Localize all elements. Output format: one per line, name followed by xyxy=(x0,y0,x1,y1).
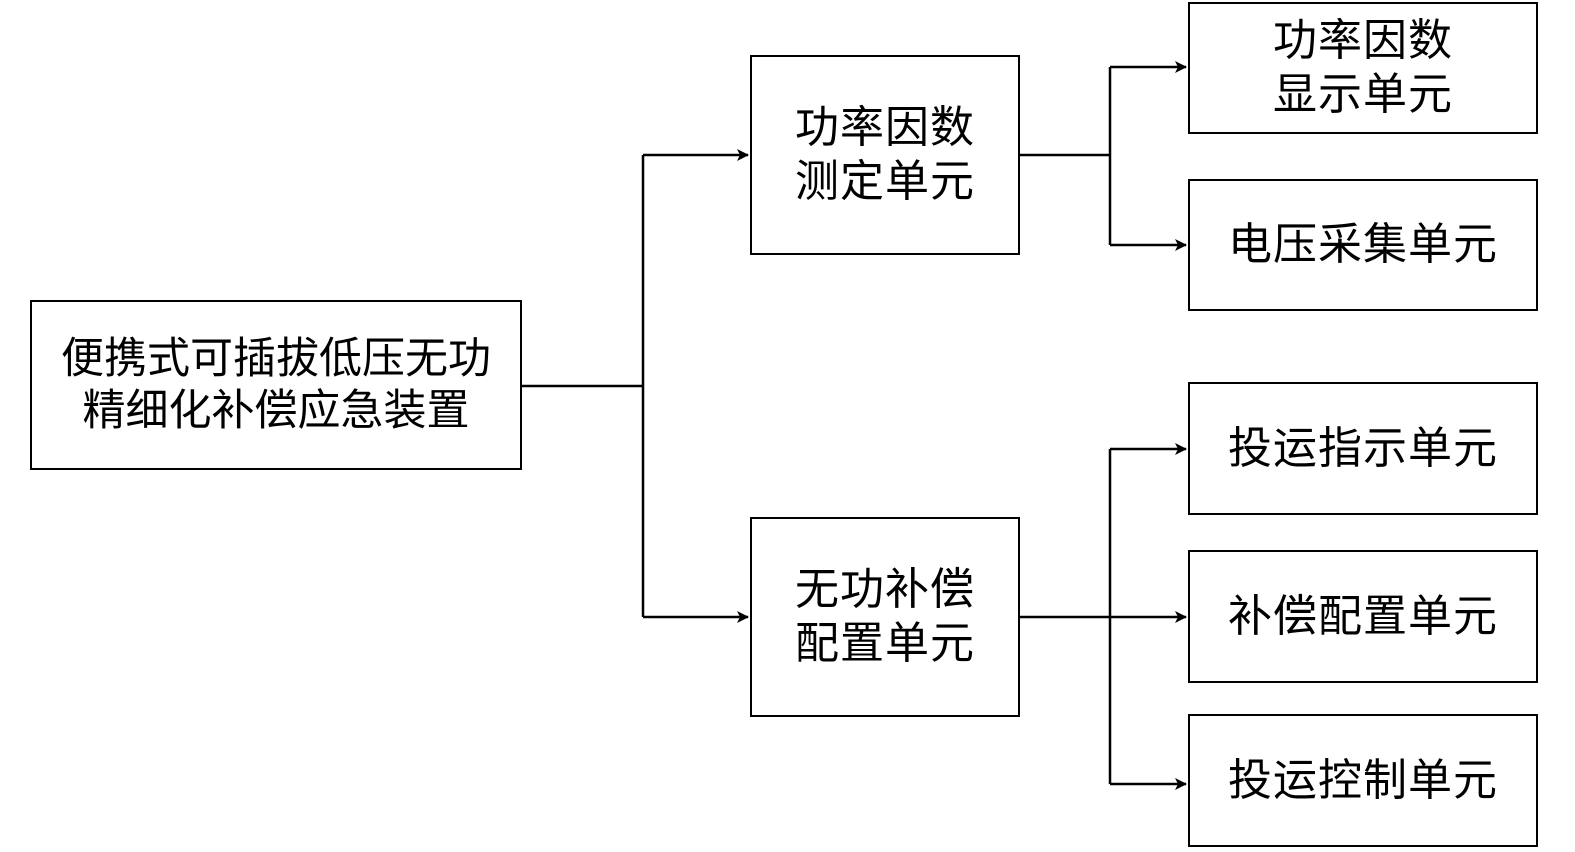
reactive-comp-config-unit-box: 无功补偿 配置单元 xyxy=(750,517,1020,717)
pf-measure-unit-box: 功率因数 测定单元 xyxy=(750,55,1020,255)
run-control-unit-box: 投运控制单元 xyxy=(1188,714,1538,847)
comp-config-unit-label: 补偿配置单元 xyxy=(1228,590,1498,642)
root-device-line-1: 便携式可插拔低压无功 xyxy=(61,334,491,384)
voltage-acquisition-unit-label: 电压采集单元 xyxy=(1228,219,1498,270)
root-device-box: 便携式可插拔低压无功 精细化补偿应急装置 xyxy=(30,300,522,470)
root-device-line-2: 精细化补偿应急装置 xyxy=(82,386,470,436)
run-indicator-unit-box: 投运指示单元 xyxy=(1188,382,1538,515)
comp-config-unit-box: 补偿配置单元 xyxy=(1188,550,1538,683)
reactive-comp-config-unit-line-2: 配置单元 xyxy=(795,618,975,669)
reactive-comp-config-unit-line-1: 无功补偿 xyxy=(795,564,975,615)
voltage-acquisition-unit-box: 电压采集单元 xyxy=(1188,179,1538,311)
pf-display-unit-box: 功率因数 显示单元 xyxy=(1188,2,1538,134)
pf-measure-unit-line-2: 测定单元 xyxy=(795,156,975,207)
run-control-unit-label: 投运控制单元 xyxy=(1228,754,1498,806)
pf-display-unit-line-1: 功率因数 xyxy=(1273,15,1453,66)
pf-measure-unit-line-1: 功率因数 xyxy=(795,102,975,153)
pf-display-unit-line-2: 显示单元 xyxy=(1273,69,1453,120)
run-indicator-unit-label: 投运指示单元 xyxy=(1228,422,1498,474)
